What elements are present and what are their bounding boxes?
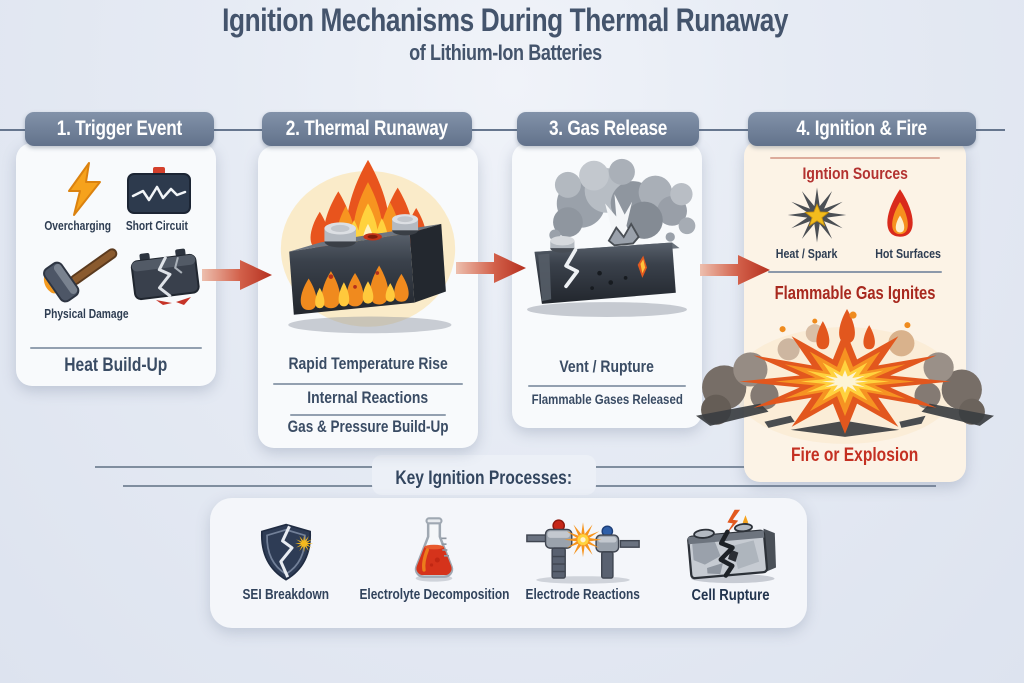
stage-card-gas-release: Vent / Rupture Flammable Gases Released bbox=[512, 143, 702, 428]
ignition-sources-title: Igntion Sources bbox=[744, 164, 966, 184]
divider bbox=[768, 271, 942, 273]
ignition-source-label-heat-spark: Heat / Spark bbox=[756, 246, 858, 261]
key-process-label-text: Electrolyte Decomposition bbox=[359, 587, 510, 603]
stage-text: Rapid Temperature Rise bbox=[258, 354, 478, 374]
stage-text: Internal Reactions bbox=[258, 388, 478, 408]
source-label-text: Hot Surfaces bbox=[875, 246, 941, 261]
fire-or-explosion-text: Fire or Explosion bbox=[744, 445, 966, 467]
explosion-illustration bbox=[694, 303, 996, 454]
divider bbox=[594, 466, 744, 468]
spark-burst-icon bbox=[786, 185, 848, 245]
divider bbox=[123, 485, 378, 487]
key-process-label-text: Cell Rupture bbox=[691, 587, 770, 604]
key-process-item-electrode-reactions: Electrode Reactions bbox=[509, 498, 657, 628]
red-right-arrow-icon bbox=[202, 260, 272, 290]
ruptured-cell-icon bbox=[675, 498, 787, 584]
stage-footer-heat-buildup: Heat Build-Up bbox=[16, 355, 216, 377]
page-subtitle: of Lithium-Ion Batteries bbox=[0, 40, 1010, 66]
flammable-gas-ignites-text: Flammable Gas Ignites bbox=[744, 283, 966, 304]
cracked-battery-icon bbox=[128, 245, 202, 305]
trigger-label-text: Physical Damage bbox=[43, 307, 129, 321]
page-subtitle-text: of Lithium-Ion Batteries bbox=[408, 40, 602, 65]
key-process-item-electrolyte-decomposition: Electrolyte Decomposition bbox=[359, 498, 509, 628]
divider bbox=[528, 385, 686, 387]
stage-card-ignition-fire: Igntion Sources Heat / Spark Hot Surface… bbox=[696, 140, 994, 482]
divider bbox=[770, 157, 940, 159]
stage-card-thermal-runaway: Rapid Temperature Rise Internal Reaction… bbox=[258, 146, 478, 448]
key-processes-title-text: Key Ignition Processes: bbox=[395, 468, 573, 489]
stage-text-line: Vent / Rupture bbox=[559, 357, 655, 376]
stage-text-line: Flammable Gases Released bbox=[531, 391, 683, 407]
stage-header-ignition-fire: 4. Ignition & Fire bbox=[748, 112, 976, 146]
divider bbox=[30, 347, 202, 349]
stage-header-gas-release: 3. Gas Release bbox=[517, 112, 699, 146]
trigger-label-short-circuit: Short Circuit bbox=[114, 219, 200, 233]
divider bbox=[95, 466, 378, 468]
burning-battery-illustration bbox=[266, 154, 470, 340]
trigger-label-overcharging: Overcharging bbox=[23, 219, 133, 233]
ignition-sources-title-text: Igntion Sources bbox=[802, 164, 908, 183]
key-process-label: Electrode Reactions bbox=[513, 587, 652, 603]
stage-header-label: 3. Gas Release bbox=[548, 117, 668, 140]
divider bbox=[290, 414, 446, 416]
lightning-icon bbox=[65, 161, 105, 217]
stage-footer-text: Heat Build-Up bbox=[64, 355, 168, 376]
flammable-gas-ignites-line: Flammable Gas Ignites bbox=[774, 283, 936, 303]
divider bbox=[594, 485, 936, 487]
key-processes-card: SEI Breakdown Electr bbox=[210, 498, 807, 628]
stage-header-label: 1. Trigger Event bbox=[56, 117, 183, 140]
red-right-arrow-icon bbox=[700, 255, 770, 285]
flask-icon bbox=[404, 498, 464, 584]
stage-text: Gas & Pressure Build-Up bbox=[258, 418, 478, 437]
flame-icon bbox=[878, 184, 922, 242]
key-process-item-cell-rupture: Cell Rupture bbox=[657, 498, 805, 628]
ignition-source-label-hot-surfaces: Hot Surfaces bbox=[858, 246, 958, 261]
divider bbox=[273, 383, 463, 385]
key-process-label: SEI Breakdown bbox=[233, 587, 339, 603]
short-circuit-battery-icon bbox=[125, 167, 193, 215]
title-block: Ignition Mechanisms During Thermal Runaw… bbox=[0, 0, 1010, 66]
key-processes-title: Key Ignition Processes: bbox=[362, 468, 606, 490]
stage-header-trigger-event: 1. Trigger Event bbox=[25, 112, 214, 146]
electrode-spark-icon bbox=[525, 498, 641, 584]
key-process-label-text: Electrode Reactions bbox=[525, 587, 640, 603]
stage-text: Vent / Rupture bbox=[512, 357, 702, 377]
stage-header-label: 4. Ignition & Fire bbox=[796, 117, 928, 140]
stage-connector-line bbox=[0, 129, 1005, 131]
venting-battery-illustration bbox=[514, 155, 700, 318]
key-process-label-text: SEI Breakdown bbox=[242, 587, 330, 603]
key-process-label: Electrolyte Decomposition bbox=[343, 587, 526, 603]
stage-header-label: 2. Thermal Runaway bbox=[285, 117, 449, 140]
hammer-impact-icon bbox=[38, 243, 122, 305]
key-process-label: Cell Rupture bbox=[683, 587, 778, 605]
key-processes-band bbox=[372, 455, 596, 495]
stage-text-line: Gas & Pressure Build-Up bbox=[287, 418, 449, 436]
stage-card-trigger-event: Overcharging Short Circuit bbox=[16, 143, 216, 386]
key-process-item-sei-breakdown: SEI Breakdown bbox=[212, 498, 360, 628]
source-label-text: Heat / Spark bbox=[776, 246, 838, 261]
page-title-text: Ignition Mechanisms During Thermal Runaw… bbox=[222, 2, 788, 38]
red-right-arrow-icon bbox=[456, 253, 526, 283]
trigger-label-text: Overcharging bbox=[44, 219, 112, 233]
fire-or-explosion-line: Fire or Explosion bbox=[791, 445, 919, 466]
stage-text-line: Internal Reactions bbox=[307, 388, 429, 407]
trigger-label-physical-damage: Physical Damage bbox=[26, 307, 146, 321]
stage-text-line: Rapid Temperature Rise bbox=[288, 354, 448, 373]
trigger-label-text: Short Circuit bbox=[125, 219, 189, 233]
page-title: Ignition Mechanisms During Thermal Runaw… bbox=[0, 0, 1010, 40]
stage-text: Flammable Gases Released bbox=[512, 391, 702, 407]
stage-header-thermal-runaway: 2. Thermal Runaway bbox=[262, 112, 472, 146]
cracked-shield-icon bbox=[255, 498, 317, 584]
